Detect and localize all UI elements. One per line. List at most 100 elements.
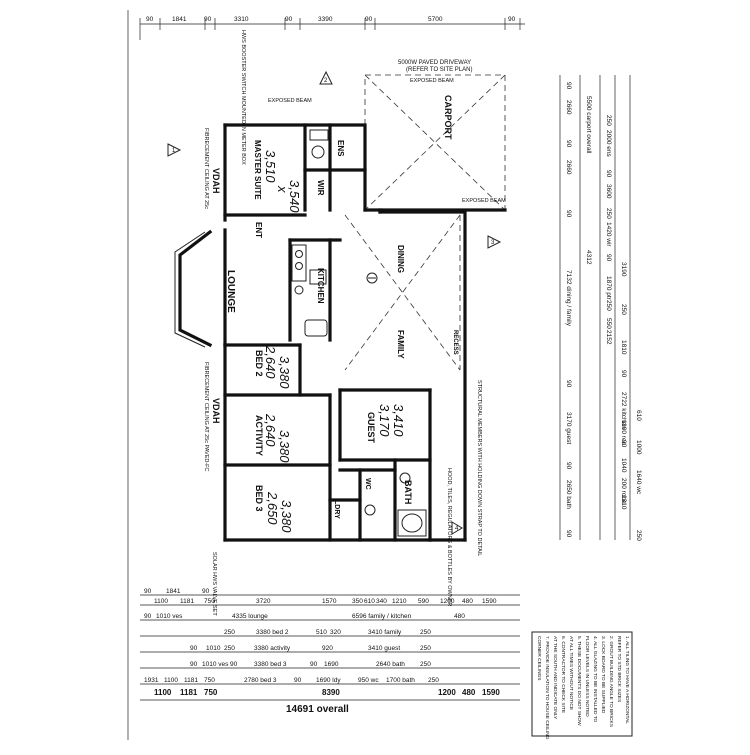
top-dimension-string: 90 1841 90 3310 90 3390 90 5700 90 xyxy=(139,16,525,40)
section-markers: 1 2 3 4 xyxy=(167,70,502,535)
top-dim-2: 90 xyxy=(204,16,212,23)
btm-r3-4: 90 xyxy=(310,661,318,668)
btm-r2-3: 3380 activity xyxy=(254,645,291,652)
btm-r4-9: 250 xyxy=(428,677,439,684)
driveway-note: 5000W PAVED DRIVEWAY xyxy=(398,60,471,66)
btm-top-0: 90 xyxy=(144,588,152,595)
right-inner-16: 1100 rec xyxy=(620,420,627,446)
gen-note-3: 3. LOCK BOARD TO BE SUPPLIED xyxy=(600,636,606,714)
lounge-label: LOUNGE xyxy=(225,270,236,313)
right-inner-11: 3190 xyxy=(620,262,627,277)
top-dim-4: 90 xyxy=(285,16,293,23)
interior-walls xyxy=(223,123,432,542)
right-inner-8: 250 xyxy=(605,300,612,311)
right-inner-7: 1870 ptr xyxy=(605,276,612,301)
top-dim-5: 3390 xyxy=(318,16,333,23)
plan-notes: HWS BOOSTER SWITCH MOUNTED IN METER BOX … xyxy=(203,30,482,616)
btm-r0-2: 4335 lounge xyxy=(232,613,268,620)
overall-dim: 14691 overall xyxy=(286,704,349,715)
right-dimension-strings: 90 2660 90 2660 90 7132 dining / family … xyxy=(559,75,642,541)
fibrecement-note-2: FIBRECEMENT CEILING AT 25c PAVED-FC xyxy=(203,362,209,472)
ent-label: ENT xyxy=(254,222,263,238)
btm-top-7: 1570 xyxy=(322,598,337,605)
gen-note-11: CORNER CEILINGS xyxy=(536,636,542,681)
structural-note: STRUCTURAL MEMBERS WITH HOLDING DOWN STR… xyxy=(476,380,482,556)
hand-master-2: x xyxy=(275,185,290,193)
btm-r2-5: 3410 guest xyxy=(368,645,400,652)
hand-bed2-3: 3,380 xyxy=(277,356,292,389)
right-inner-17: 90 xyxy=(620,440,627,448)
gen-note-0: 1. ALL TILING TO HAVE A HORIZONTAL xyxy=(624,636,630,724)
btm-top-4: 1181 xyxy=(180,598,194,605)
ens-label: ENS xyxy=(336,140,345,157)
right-inner-9: 550 xyxy=(605,318,612,329)
btm-r4-4: 2780 bed 3 xyxy=(244,677,277,684)
btm-r3-1: 1010 ves xyxy=(202,661,229,668)
top-dim-3: 3310 xyxy=(234,16,249,23)
btm-total-6: 1590 xyxy=(482,688,500,697)
gen-note-7: AT ALL TIMES WITHOUT NOTICE xyxy=(568,636,574,710)
site-plan-note: (REFER TO SITE PLAN) xyxy=(406,67,472,73)
btm-r2-0: 90 xyxy=(190,645,198,652)
wir-label: WIR xyxy=(316,180,325,196)
right-inner-24: 250 xyxy=(635,530,642,541)
exposed-beam-carport-2: EXPOSED BEAM xyxy=(462,198,506,204)
right-dim-0: 90 xyxy=(565,82,572,90)
right-dim-1: 2660 xyxy=(565,100,572,115)
top-dim-6: 90 xyxy=(365,16,373,23)
btm-top-10: 340 xyxy=(376,598,387,605)
hand-guest-1: 3,170 xyxy=(377,404,392,437)
right-dim-9: 2650 bath xyxy=(565,480,572,509)
hand-master-1: 3,510 xyxy=(263,150,278,183)
gen-note-2: 2. GROUT BUILDING ANGLE TO BRICKS xyxy=(608,636,614,727)
hand-act-1: 2,640 xyxy=(263,413,278,447)
btm-top-15: 1590 xyxy=(482,598,497,605)
btm-r4-2: 1181 xyxy=(184,677,198,684)
gen-note-8: 6. CONTRACTOR TO CHECK SITE xyxy=(560,636,566,713)
vdah-bottom-label: VDAH xyxy=(211,398,221,424)
exposed-beam-carport: EXPOSED BEAM xyxy=(410,78,454,84)
btm-r4-3: 750 xyxy=(204,677,215,684)
btm-r3-7: 250 xyxy=(420,661,431,668)
right-inner-19: 200 robe xyxy=(620,478,627,504)
btm-r0-0: 90 xyxy=(144,613,152,620)
hand-bed3-1: 2,650 xyxy=(265,491,280,525)
btm-r1-5: 250 xyxy=(420,629,431,636)
btm-r3-6: 2640 bath xyxy=(376,661,405,668)
btm-r4-7: 950 wc xyxy=(358,677,379,684)
btm-total-3: 8390 xyxy=(322,688,340,697)
top-dim-1: 1841 xyxy=(172,16,187,23)
recess-label: RECESS xyxy=(452,330,458,355)
btm-r4-5: 90 xyxy=(294,677,302,684)
hand-bed3-3: 3,380 xyxy=(279,500,294,533)
right-dim-6: 90 xyxy=(565,380,572,388)
btm-r0-1: 1010 ves xyxy=(156,613,183,620)
hand-guest-3: 3,410 xyxy=(391,404,406,437)
top-dim-7: 5700 xyxy=(428,16,443,23)
btm-top-11: 1210 xyxy=(392,598,407,605)
btm-r4-8: 1700 bath xyxy=(386,677,415,684)
btm-r4-1: 1100 xyxy=(164,677,178,684)
btm-r1-3: 320 xyxy=(330,629,341,636)
hand-act-3: 3,380 xyxy=(277,430,292,463)
vdah-top-label: VDAH xyxy=(211,168,221,194)
bed3-label: BED 3 xyxy=(254,485,264,512)
btm-r3-5: 1690 xyxy=(324,661,339,668)
right-inner-6: 90 xyxy=(605,254,612,262)
right-dim-10: 90 xyxy=(565,530,572,538)
right-inner-2: 90 xyxy=(605,170,612,178)
gen-note-5: FLOOR LEVELS IN UNLESS NOTED xyxy=(584,636,590,717)
btm-total-4: 1200 xyxy=(438,688,456,697)
bath-label: BATH xyxy=(403,480,413,504)
right-inner-1: 2000 ens xyxy=(605,130,612,157)
guest-label: GUEST xyxy=(366,412,376,444)
right-inner-23: 1640 wc xyxy=(635,470,642,495)
right-dim-8: 90 xyxy=(565,462,572,470)
btm-r4-6: 1690 ldy xyxy=(316,677,341,684)
right-inner-22: 1000 xyxy=(635,440,642,455)
btm-top-3: 1100 xyxy=(154,598,168,605)
fixtures xyxy=(291,129,427,537)
right-inner-4: 250 xyxy=(605,208,612,219)
